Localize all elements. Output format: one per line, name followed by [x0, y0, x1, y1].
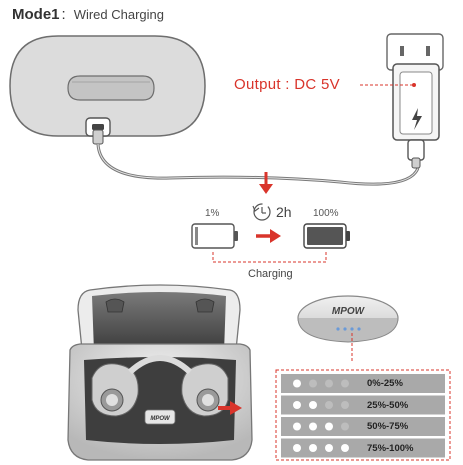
battery-start-percent: 1%	[205, 208, 220, 219]
mode-title: Mode1: Wired Charging	[12, 6, 164, 23]
indicator-table	[281, 374, 445, 458]
open-case-with-earbuds: MPOW	[67, 284, 253, 461]
mode-label: Mode1	[12, 6, 60, 23]
wall-adapter	[386, 33, 444, 169]
led-on-icon	[293, 379, 301, 388]
charge-duration: 2h	[276, 204, 292, 220]
indicator-range-label: 0%-25%	[367, 378, 403, 389]
mode-separator: :	[61, 6, 66, 23]
indicator-table-frame	[275, 369, 451, 461]
case-front-logo: MPOW	[332, 306, 366, 317]
indicator-row	[281, 438, 445, 458]
led-off-icon	[325, 401, 333, 409]
led-off-icon	[341, 401, 349, 409]
led-on-icon	[309, 422, 317, 431]
case-logo: MPOW	[150, 416, 171, 422]
indicator-row	[281, 395, 445, 415]
led-on-icon	[293, 444, 301, 452]
down-arrow-icon	[259, 172, 273, 194]
led-on-icon	[341, 444, 349, 452]
indicator-range-label: 75%-100%	[367, 442, 414, 454]
clock-icon	[252, 203, 271, 221]
usb-cable	[96, 143, 420, 186]
closed-case-front-view: MPOW	[297, 295, 399, 343]
led-on-icon	[309, 401, 317, 409]
led-off-icon	[341, 379, 349, 388]
charging-status-label: Charging	[248, 268, 293, 280]
led-on-icon	[309, 444, 317, 452]
indicator-range-label: 25%-50%	[367, 399, 409, 411]
charging-bracket	[212, 252, 327, 263]
indicator-row	[281, 417, 445, 436]
led-off-icon	[309, 379, 317, 388]
result-arrow-icon	[218, 401, 242, 415]
battery-end-percent: 100%	[313, 208, 339, 219]
led-on-icon	[293, 422, 301, 431]
charging-case-top-view	[9, 35, 206, 145]
led-off-icon	[341, 422, 349, 431]
battery-full-icon	[303, 223, 350, 249]
indicator-row	[281, 374, 445, 393]
led-off-icon	[325, 379, 333, 388]
right-arrow-icon	[256, 229, 281, 243]
led-on-icon	[325, 444, 333, 452]
battery-empty-icon	[191, 223, 238, 249]
led-on-icon	[293, 401, 301, 409]
output-voltage-label: Output : DC 5V	[234, 76, 340, 93]
led-on-icon	[325, 422, 333, 431]
mode-subtitle: Wired Charging	[73, 7, 165, 22]
indicator-range-label: 50%-75%	[367, 421, 409, 432]
